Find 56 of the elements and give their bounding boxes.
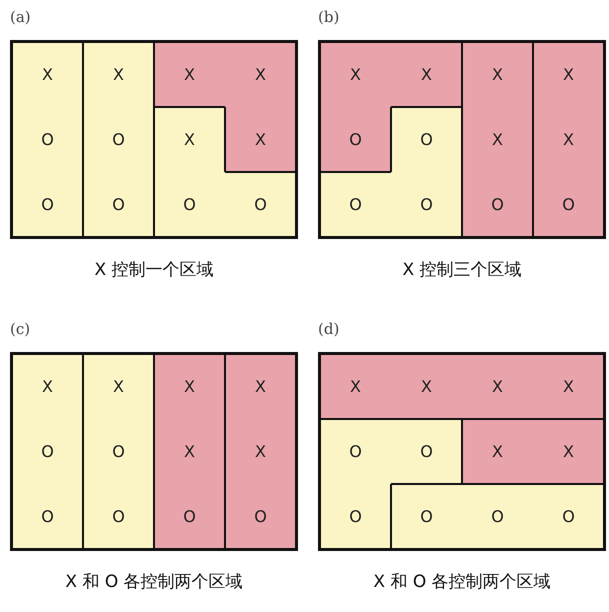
grid-letter: X [183, 376, 196, 396]
grid-letter: X [562, 64, 575, 84]
panel-letter: (d) [318, 320, 340, 338]
panel-letter: (c) [10, 320, 30, 338]
grid-letter: X [562, 130, 575, 150]
grid-letter: O [253, 194, 268, 214]
grid-letter: X [183, 64, 196, 84]
grid-letter: O [561, 194, 576, 214]
panel-letter: (b) [318, 8, 340, 26]
grid-letter: O [348, 194, 363, 214]
panel-caption: X 控制一个区域 [93, 259, 215, 281]
grid-letter: O [348, 506, 363, 526]
grid-letter: O [40, 506, 55, 526]
panel-caption: X 和 O 各控制两个区域 [372, 571, 552, 593]
grid-letter: X [254, 376, 267, 396]
grid-letter: O [419, 442, 434, 462]
grid-letter: O [111, 130, 126, 150]
grid-letter: X [491, 64, 504, 84]
grid-letter: X [254, 442, 267, 462]
grid-letter: X [491, 376, 504, 396]
grid-letter: O [419, 194, 434, 214]
grid-letter: X [183, 130, 196, 150]
panel-letter: (a) [10, 8, 31, 26]
panel-caption: X 和 O 各控制两个区域 [64, 571, 244, 593]
grid-letter: O [40, 194, 55, 214]
grid-letter: X [420, 376, 433, 396]
grid-letter: X [254, 64, 267, 84]
grid-letter: O [40, 442, 55, 462]
grid-letter: O [490, 194, 505, 214]
grid-letter: O [348, 130, 363, 150]
grid-letter: O [419, 130, 434, 150]
grid-letter: X [349, 64, 362, 84]
grid-letter: X [562, 376, 575, 396]
grid-letter: X [491, 442, 504, 462]
grid-letter: X [254, 130, 267, 150]
grid-letter: X [183, 442, 196, 462]
grid-letter: X [41, 376, 54, 396]
grid-letter: O [419, 506, 434, 526]
grid-letter: O [40, 130, 55, 150]
panel-caption: X 控制三个区域 [401, 259, 523, 281]
grid-letter: X [420, 64, 433, 84]
grid-letter: O [490, 506, 505, 526]
grid-letter: X [112, 64, 125, 84]
grid-letter: X [491, 130, 504, 150]
grid-letter: O [111, 506, 126, 526]
grid-letter: O [182, 194, 197, 214]
grid-letter: O [561, 506, 576, 526]
grid-letter: X [349, 376, 362, 396]
grid-letter: O [182, 506, 197, 526]
grid-letter: X [112, 376, 125, 396]
grid-letter: O [111, 194, 126, 214]
grid-letter: O [111, 442, 126, 462]
grid-letter: O [348, 442, 363, 462]
grid-letter: X [562, 442, 575, 462]
grid-letter: O [253, 506, 268, 526]
grid-letter: X [41, 64, 54, 84]
